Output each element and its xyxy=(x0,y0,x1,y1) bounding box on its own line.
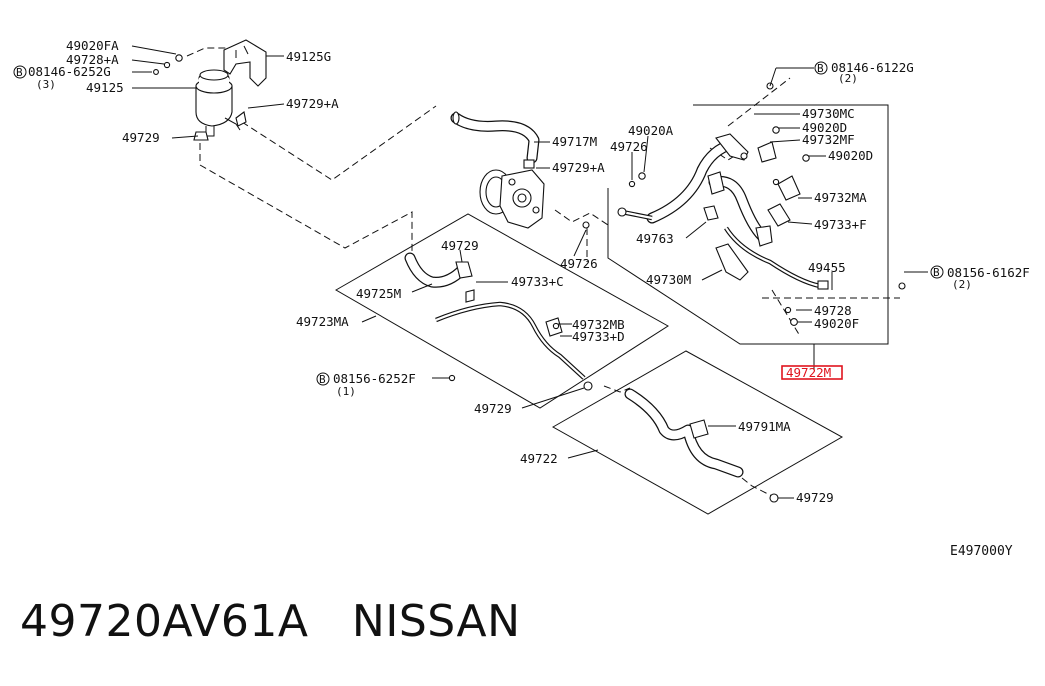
label-49730MC: 49730MC xyxy=(802,106,855,121)
label-49733F: 49733+F xyxy=(814,217,867,232)
label-08156-6252F: 08156-6252F xyxy=(333,371,416,386)
label-49732MF: 49732MF xyxy=(802,132,855,147)
bolt-marker-08146-6252G: B xyxy=(13,65,27,79)
label-08156-6162F: 08156-6162F xyxy=(947,265,1030,280)
label-49733D: 49733+D xyxy=(572,329,625,344)
brand-name: NISSAN xyxy=(351,596,521,647)
label-49020D-2: 49020D xyxy=(828,148,873,163)
label-49722: 49722 xyxy=(520,451,558,466)
label-49791MA: 49791MA xyxy=(738,419,791,434)
label-49717M: 49717M xyxy=(552,134,597,149)
label-49125: 49125 xyxy=(86,80,124,95)
power-steering-pump xyxy=(479,159,545,229)
pipe-49733C xyxy=(435,289,586,380)
label-49728: 49728 xyxy=(814,303,852,318)
bracket-49730MC xyxy=(715,133,749,161)
svg-text:B: B xyxy=(817,62,824,75)
label-49729A-pump: 49729+A xyxy=(552,160,605,175)
label-49455: 49455 xyxy=(808,260,846,275)
suction-hose-49717M xyxy=(450,111,540,164)
label-49729A: 49729+A xyxy=(286,96,339,111)
svg-text:B: B xyxy=(933,266,940,279)
label-49733C: 49733+C xyxy=(511,274,564,289)
clamp-49732MB xyxy=(545,317,563,337)
reservoir-tank xyxy=(195,69,241,137)
label-49020FA: 49020FA xyxy=(66,38,119,53)
bolt-marker-08146-6122G: B xyxy=(814,61,828,75)
label-49020D-1: 49020D xyxy=(802,120,847,135)
label-49020A: 49020A xyxy=(628,123,674,138)
label-49729-top: 49729 xyxy=(122,130,160,145)
bolt-marker-08156-6252F: B xyxy=(316,372,330,386)
clamp-49733F xyxy=(767,203,791,227)
label-49125G: 49125G xyxy=(286,49,331,64)
label-49723MA: 49723MA xyxy=(296,314,349,329)
return-hose-49763 xyxy=(707,171,773,247)
bracket-49730M xyxy=(703,205,749,281)
hose-49725M xyxy=(404,252,473,288)
label-08146-6122G-qty: (2) xyxy=(838,72,858,85)
label-49763: 49763 xyxy=(636,231,674,246)
pipe-49455 xyxy=(724,226,829,290)
svg-text:B: B xyxy=(16,66,23,79)
clamp-49732MA xyxy=(772,175,801,201)
group-box-49722 xyxy=(551,350,844,515)
label-49725M: 49725M xyxy=(356,286,401,301)
label-49729-lower: 49729 xyxy=(474,401,512,416)
clip-49729A xyxy=(235,111,247,127)
reservoir-bracket xyxy=(223,39,267,87)
label-49730M: 49730M xyxy=(646,272,691,287)
bolt-marker-08156-6162F: B xyxy=(930,265,944,279)
label-49722M[interactable]: 49722M xyxy=(786,365,831,380)
hose-49722 xyxy=(624,388,744,478)
highlight-box-49722M xyxy=(781,365,843,380)
pressure-hose-49730M xyxy=(617,138,738,224)
label-08156-6252F-qty: (1) xyxy=(336,385,356,398)
label-08146-6252G-qty: (3) xyxy=(36,78,56,91)
part-number: 49720AV61A xyxy=(20,596,309,647)
clamp-49732MF xyxy=(757,126,810,163)
label-49729-bottom: 49729 xyxy=(796,490,834,505)
diagram-reference-code: E497000Y xyxy=(950,544,1013,559)
label-49732MB: 49732MB xyxy=(572,317,625,332)
label-08146-6122G: 08146-6122G xyxy=(831,60,914,75)
label-49726-bottom: 49726 xyxy=(560,256,598,271)
group-box-49723MA xyxy=(334,213,669,409)
label-49020F: 49020F xyxy=(814,316,859,331)
label-49732MA: 49732MA xyxy=(814,190,867,205)
label-08146-6252G: 08146-6252G xyxy=(28,64,111,79)
part-title: 49720AV61A NISSAN xyxy=(20,596,521,647)
label-49728A: 49728+A xyxy=(66,52,119,67)
label-08156-6162F-qty: (2) xyxy=(952,278,972,291)
label-49726-top: 49726 xyxy=(610,139,648,154)
svg-text:B: B xyxy=(319,373,326,386)
label-49729-mid: 49729 xyxy=(441,238,479,253)
